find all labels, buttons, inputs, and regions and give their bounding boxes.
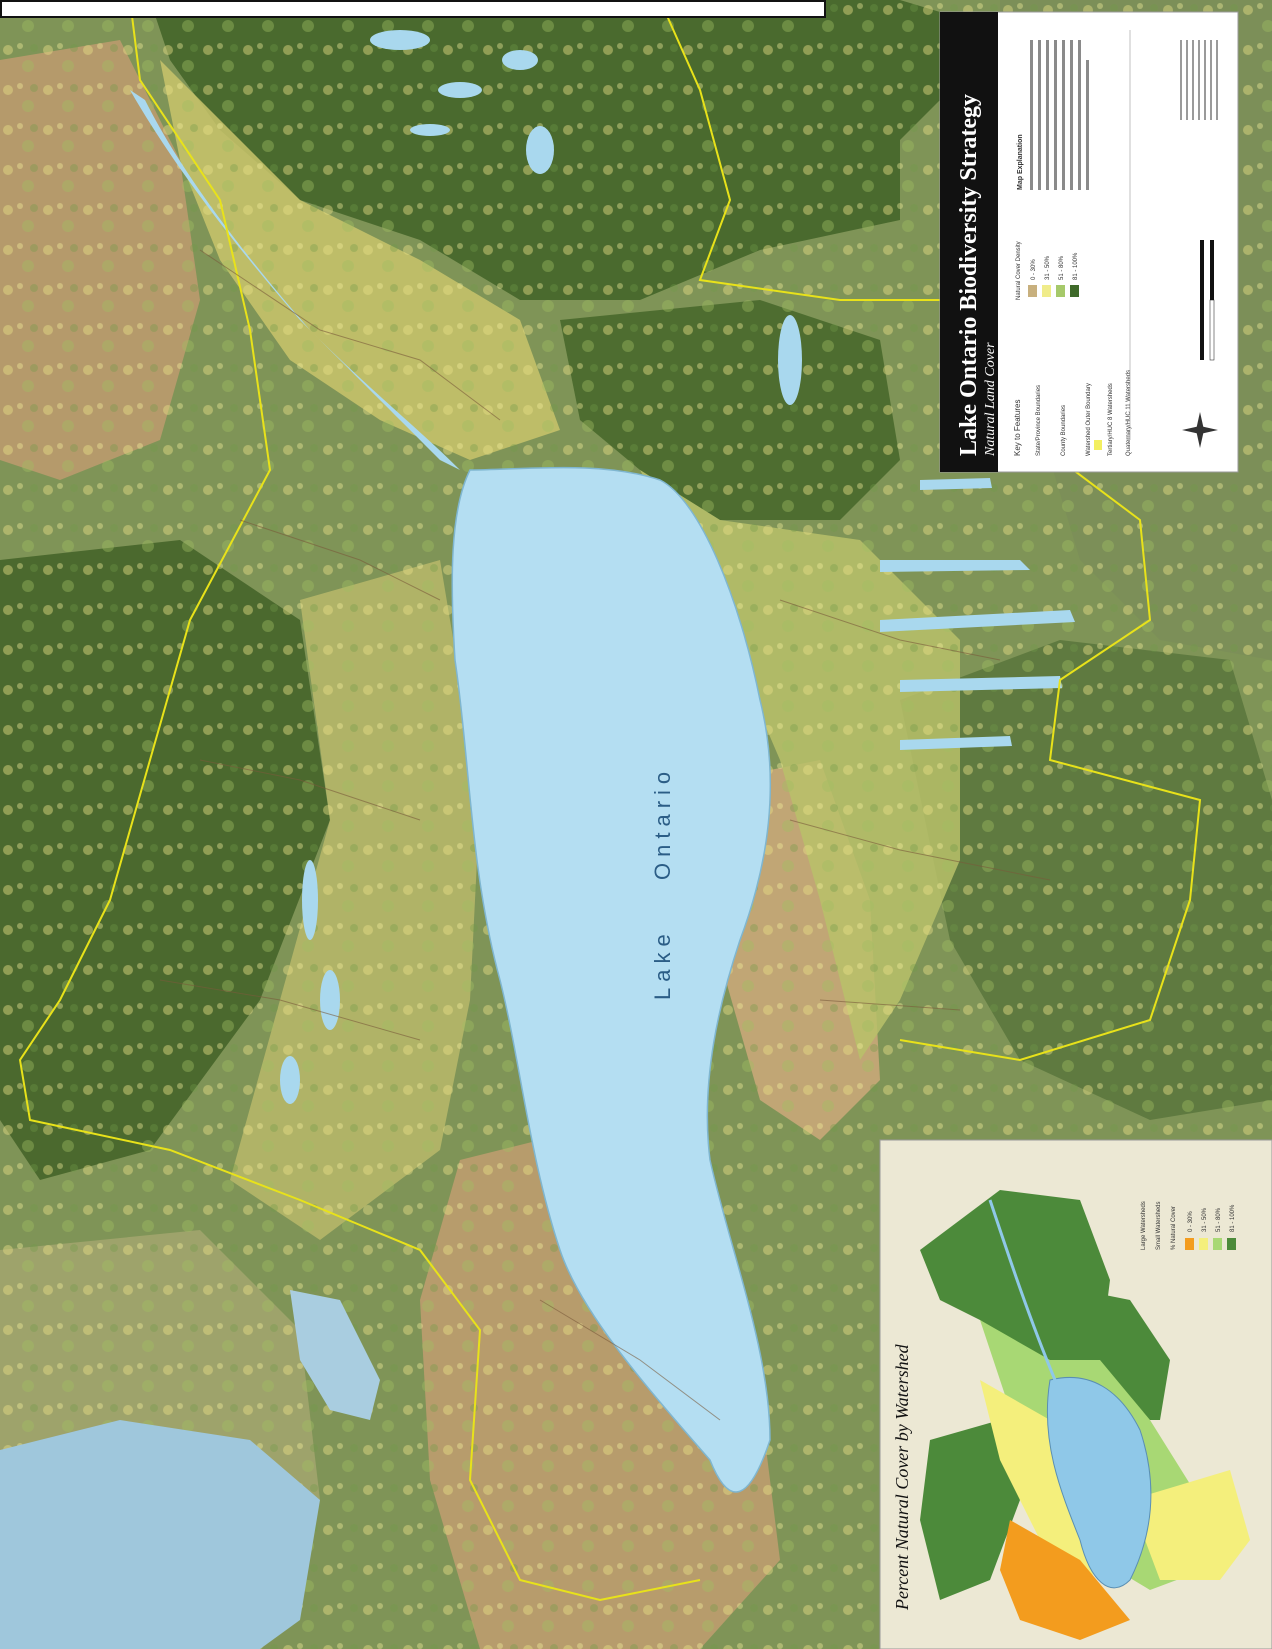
inland-lakes	[280, 30, 1075, 1104]
density-swatch-2	[1042, 285, 1051, 297]
density-class-3: 51 - 80%	[1059, 255, 1065, 280]
legend-subtitle: Natural Land Cover	[983, 342, 998, 457]
density-swatch-3	[1056, 285, 1065, 297]
density-class-2: 31 - 50%	[1045, 255, 1051, 280]
georgian-bay	[0, 1420, 320, 1649]
lake-label-word-2: Ontario	[650, 766, 675, 880]
lake-label-word-1: Lake	[650, 928, 675, 1000]
legend-title-bar	[940, 12, 998, 472]
inset-class-swatch-4	[1227, 1238, 1236, 1250]
inset-class-swatch-2	[1199, 1238, 1208, 1250]
lake-simcoe	[290, 1290, 380, 1420]
inset-class-label-1: 0 - 30%	[1188, 1211, 1194, 1232]
scale-bar	[1200, 240, 1215, 361]
legend-title: Lake Ontario Biodiversity Strategy	[956, 94, 982, 456]
key-title: Key to Features	[1013, 400, 1022, 456]
inset-class-label-3: 51 - 80%	[1216, 1207, 1222, 1232]
density-class-4: 81 - 100%	[1073, 252, 1079, 280]
key-swatch-3	[1094, 440, 1102, 450]
watershed-boundaries	[18, 0, 1202, 1602]
key-item-1: State/Province Boundaries	[1036, 385, 1042, 456]
density-swatch-1	[1028, 285, 1037, 297]
density-class-1: 0 - 30%	[1031, 259, 1037, 280]
inset-watershed-west	[920, 1420, 1020, 1600]
inset-st-lawrence	[988, 1199, 1057, 1381]
county-lines	[159, 249, 1051, 1421]
inset-watershed-south-yellow	[1130, 1470, 1250, 1580]
inset-watershed-orange	[1000, 1520, 1130, 1640]
explanation-title: Map Explanation	[1017, 134, 1024, 190]
credits-block	[1180, 40, 1218, 120]
explanation-body	[1030, 40, 1089, 190]
inset-legend-item-3: % Natural Cover	[1171, 1206, 1177, 1250]
density-swatch-4	[1070, 285, 1079, 297]
inset-class-swatch-1	[1185, 1238, 1194, 1250]
inset-title: Percent Natural Cover by Watershed	[892, 1343, 912, 1611]
key-item-4: Tertiary/HUC 8 Watersheds	[1108, 383, 1114, 456]
key-item-3: Watershed Outer Boundary	[1086, 383, 1092, 456]
inset-legend-item-2: Small Watersheds	[1156, 1202, 1162, 1250]
inset-class-swatch-3	[1213, 1238, 1222, 1250]
key-item-5: Quaternary/HUC 11 Watersheds	[1126, 370, 1132, 456]
legend-panel: Lake Ontario Biodiversity Strategy Natur…	[939, 11, 1239, 473]
key-item-2: County Boundaries	[1061, 405, 1067, 456]
inset-class-label-2: 31 - 50%	[1202, 1207, 1208, 1232]
inset-lake-ontario	[1046, 1376, 1152, 1589]
density-title: Natural Cover Density	[1016, 241, 1022, 300]
top-blank-box	[0, 0, 826, 18]
inset-legend-item-1: Large Watersheds	[1141, 1201, 1147, 1250]
inset-class-label-4: 81 - 100%	[1230, 1204, 1236, 1232]
north-arrow-icon	[1182, 412, 1218, 448]
inset-panel: Percent Natural Cover by Watershed Large…	[879, 1139, 1272, 1649]
lake-ontario	[451, 466, 772, 1493]
